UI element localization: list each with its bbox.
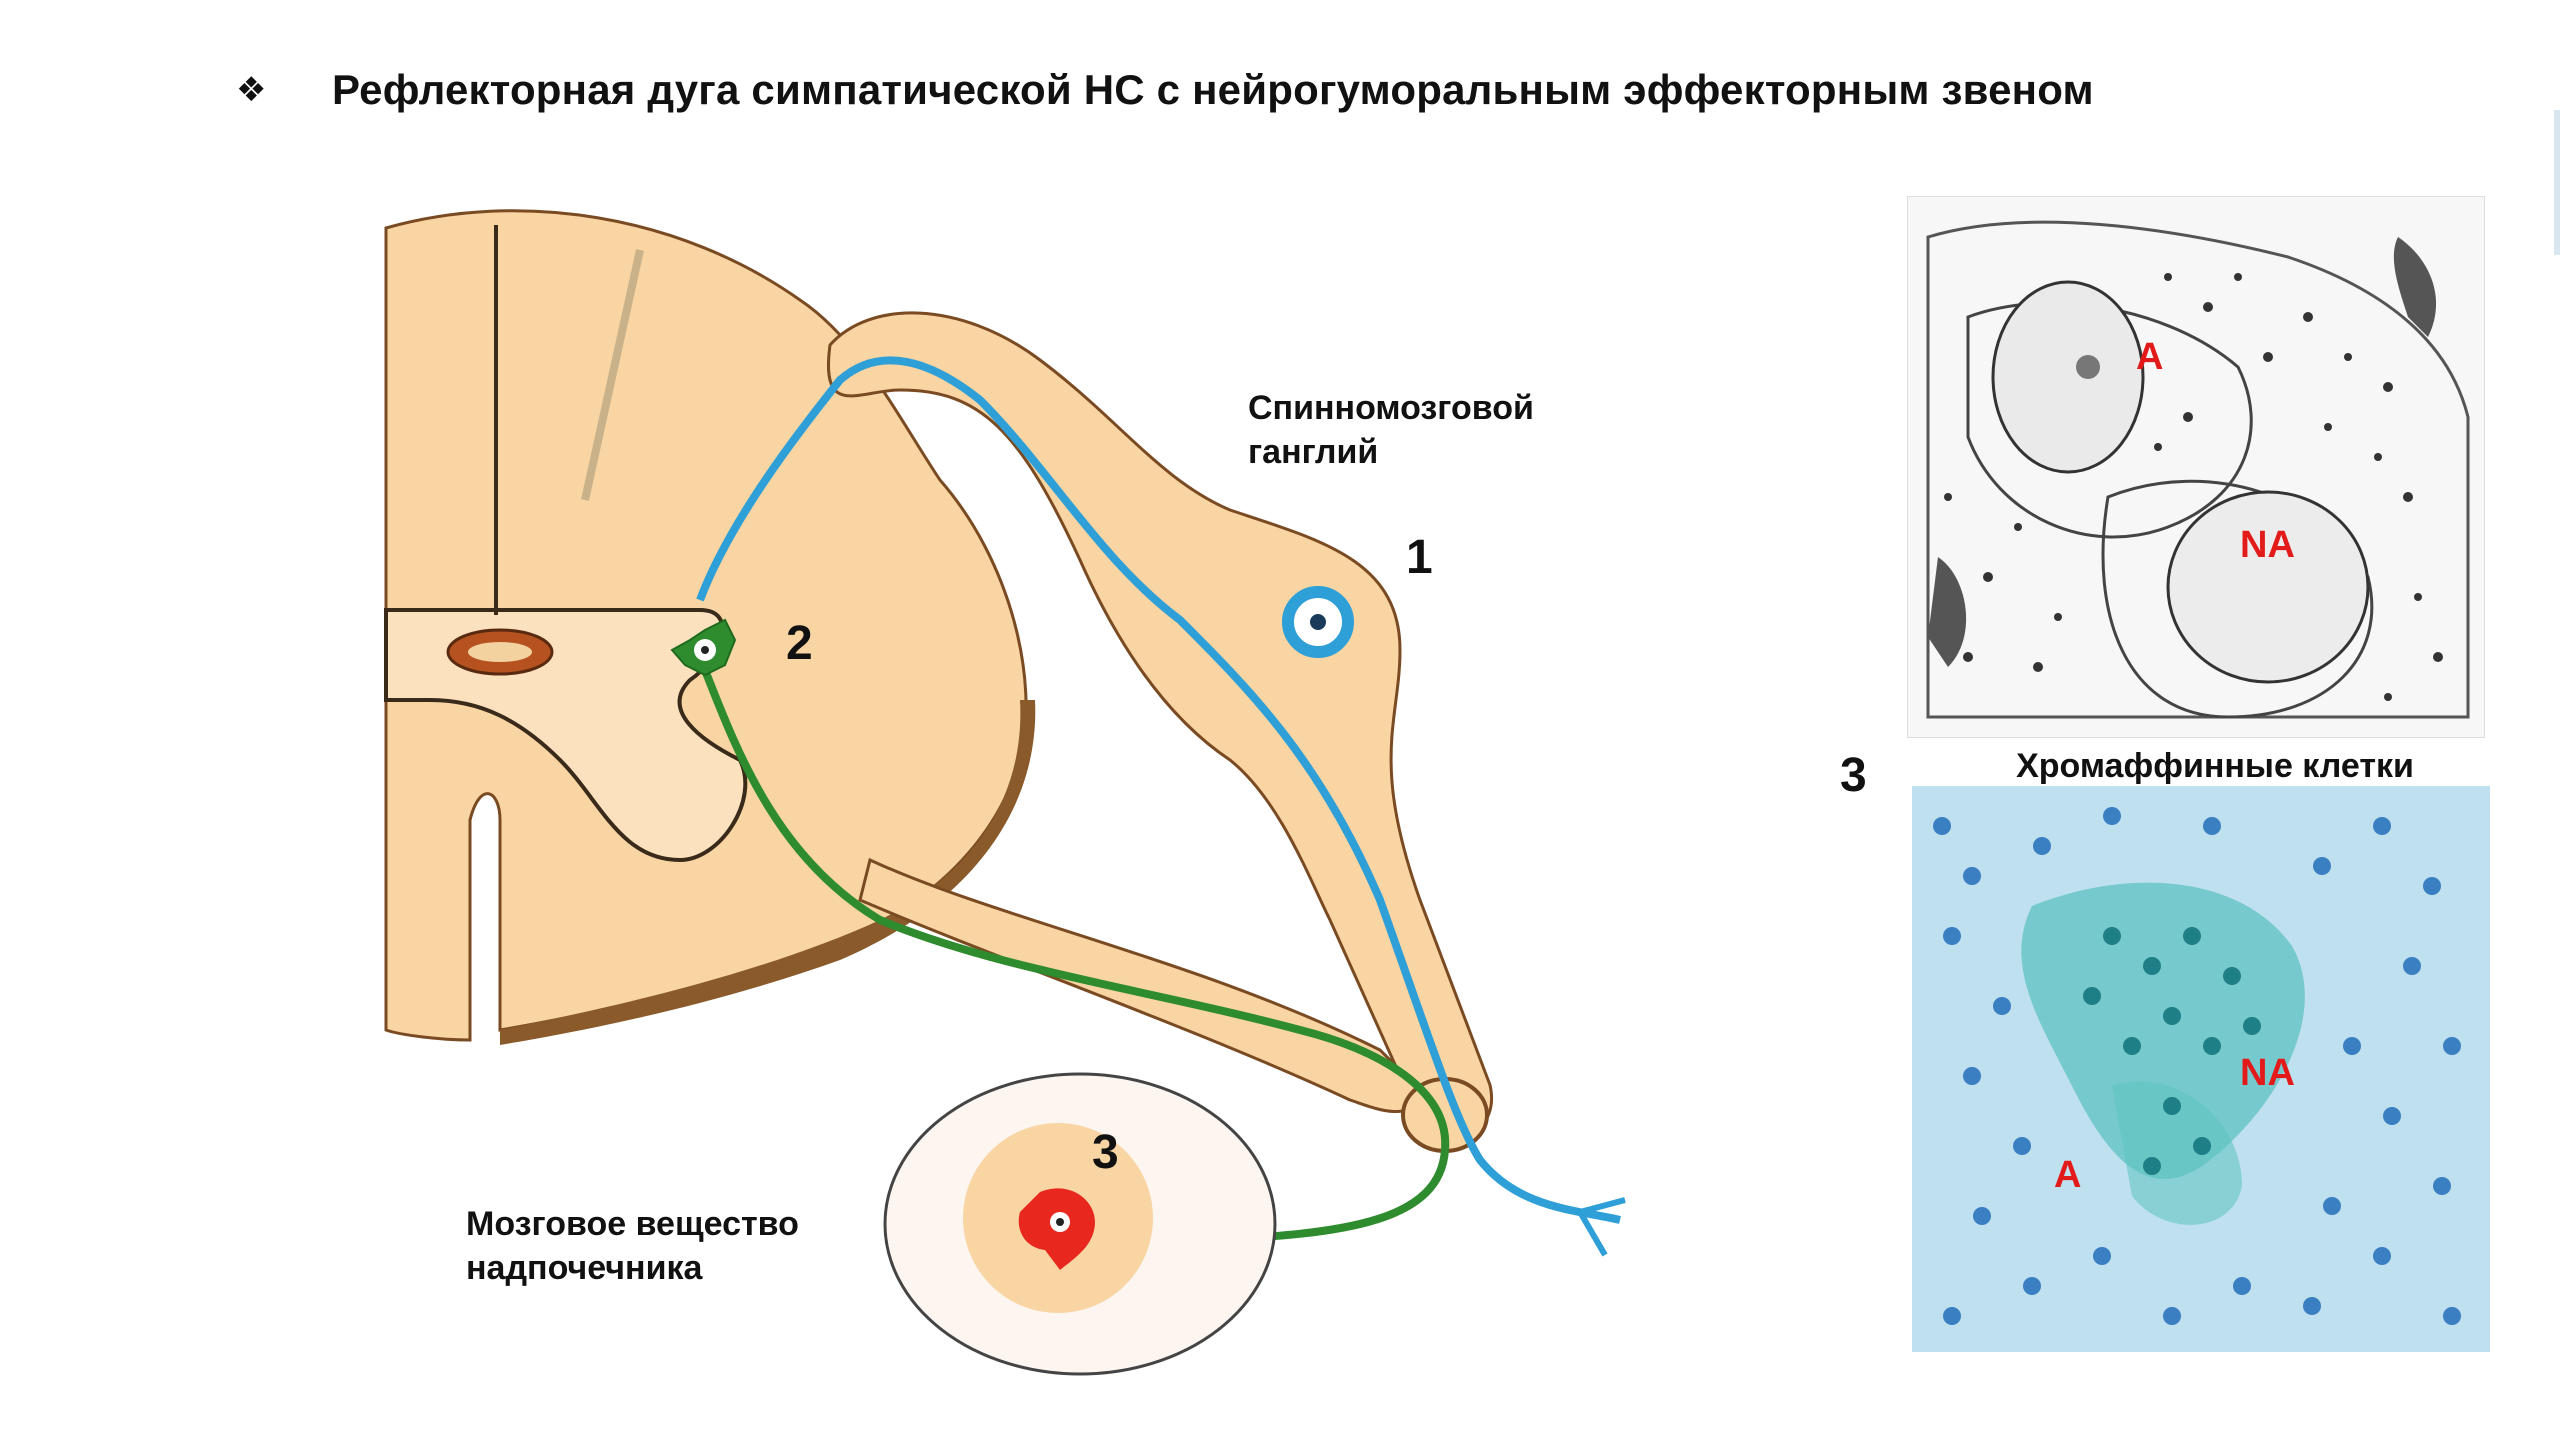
afferent-branch <box>1577 1197 1626 1257</box>
nucleus-a <box>1991 280 2145 474</box>
number-2: 2 <box>786 617 813 670</box>
chromaffin-caption-box: Хромаффинные клетки <box>1970 740 2460 792</box>
slide-edge-bar <box>2554 110 2560 255</box>
label-em-na: NA <box>2240 524 2295 566</box>
electron-micrograph <box>1907 196 2485 738</box>
nucleus-na <box>2166 490 2370 684</box>
page-title: Рефлекторная дуга симпатической НС с ней… <box>332 66 2094 113</box>
diamond-bullet-icon: ❖ <box>236 70 267 110</box>
label-chromaffin-cells: Хромаффинные клетки <box>2016 747 2414 785</box>
number-3-micrograph: 3 <box>1840 749 1867 802</box>
label-spinal-ganglion: Спинномозговой ганглий <box>1248 389 1534 471</box>
light-micrograph <box>1912 786 2490 1352</box>
afferent-neuron-fiber <box>696 356 1621 1224</box>
number-1: 1 <box>1406 531 1433 584</box>
label-em-a: А <box>2136 336 2164 378</box>
posterior-horn-line <box>581 249 644 501</box>
number-3-diagram: 3 <box>1092 1126 1119 1179</box>
label-lm-a: А <box>2054 1154 2082 1196</box>
spinal-cord-shadow <box>500 700 1036 1045</box>
slide-title-row: ❖ Рефлекторная дуга симпатической НС с н… <box>236 60 2094 120</box>
label-lm-na: NA <box>2240 1052 2295 1094</box>
label-adrenal-medulla: Мозговое вещество надпочечника <box>466 1205 799 1287</box>
